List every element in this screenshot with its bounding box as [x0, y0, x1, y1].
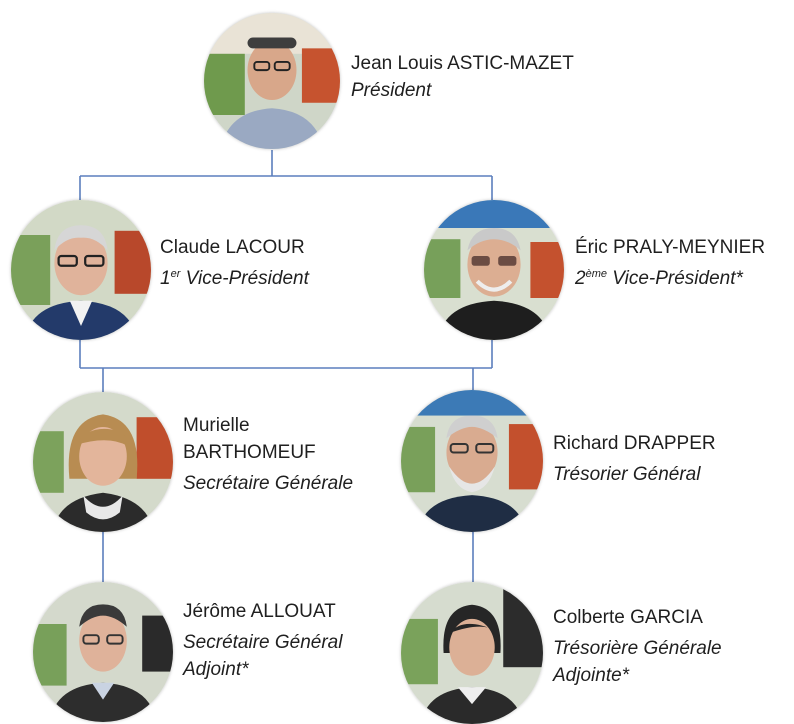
avatar-vp2: [424, 200, 564, 340]
role-president: Président: [351, 80, 432, 101]
role-secgen-adj-line1: Secrétaire Général: [183, 632, 343, 653]
role-treasurer: Trésorier Général: [553, 464, 701, 485]
role-treasurer-adj-line1: Trésorière Générale: [553, 638, 722, 659]
name-vp2: Éric PRALY-MEYNIER: [575, 237, 766, 258]
name-treasurer-adj: Colberte GARCIA: [553, 607, 703, 628]
role-vp2-number: 2: [575, 268, 586, 289]
name-secgen-last: BARTHOMEUF: [183, 442, 316, 463]
avatar-secgen-adj: [33, 582, 173, 722]
name-treasurer: Richard DRAPPER: [553, 433, 716, 454]
role-secgen-adj-line2: Adjoint*: [183, 659, 249, 680]
role-treasurer-adj-line2: Adjointe*: [553, 665, 630, 686]
name-president: Jean Louis ASTIC-MAZET: [351, 53, 574, 74]
role-vp1-title: Vice-Président: [180, 268, 309, 289]
role-vp1-ordinal: er: [170, 268, 181, 280]
name-vp1: Claude LACOUR: [160, 237, 305, 258]
role-vp2-title: Vice-Président*: [606, 268, 743, 289]
role-vp1: 1er Vice-Président: [160, 261, 309, 292]
name-secgen-first: Murielle: [183, 415, 250, 436]
avatar-treasurer-adj: [401, 582, 543, 724]
role-secgen: Secrétaire Générale: [183, 473, 354, 494]
avatar-vp1: [11, 200, 151, 340]
role-vp2: 2ème Vice-Président*: [575, 261, 765, 292]
avatar-secgen: [33, 392, 173, 532]
avatar-treasurer: [401, 390, 543, 532]
role-vp1-number: 1: [160, 268, 171, 289]
avatar-president: [204, 13, 340, 149]
role-vp2-ordinal: ème: [585, 268, 607, 280]
name-secgen-adj: Jérôme ALLOUAT: [183, 601, 336, 622]
